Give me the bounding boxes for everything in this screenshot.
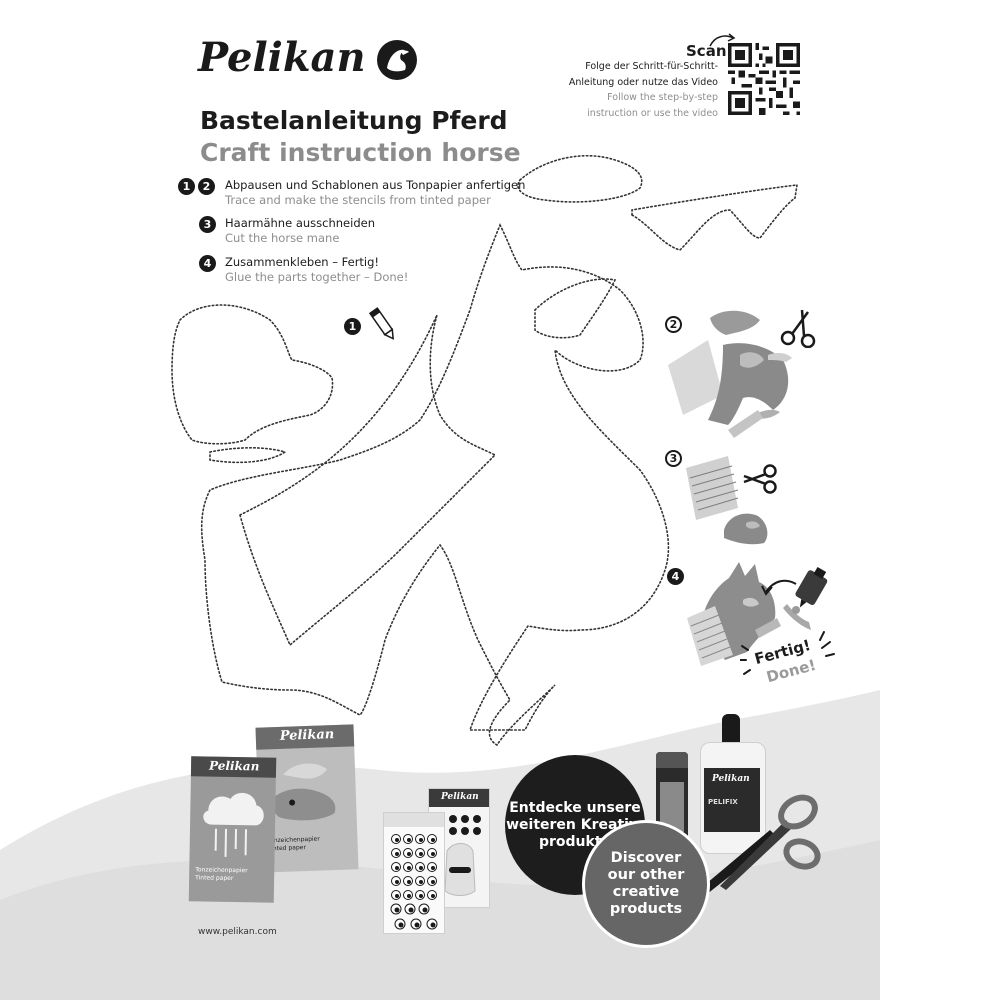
promo-text-de-1: Entdecke unsere (509, 799, 641, 816)
cloud-illustration (203, 792, 264, 857)
illustration-step-badge: 3 (665, 450, 682, 467)
promo-text-en-2: our other (607, 867, 685, 883)
product-tinted-paper-front[interactable]: Pelikan Tonzeichenpapier Tinted paper (188, 756, 277, 903)
step-text-en: Glue the parts together – Done! (225, 270, 409, 284)
arrow-icon (709, 33, 736, 47)
promo-circle-en[interactable]: Discover our other creative products (582, 820, 710, 948)
scan-text-de-1: Folge der Schritt-für-Schritt- (585, 61, 718, 72)
step-text-de: Zusammenkleben – Fertig! (225, 255, 380, 269)
product-tinted-paper-back[interactable]: Pelikan Tonzeichenpapier Tinted paper (255, 724, 359, 873)
template-nose (171, 304, 334, 445)
step-number-badge: 1 (178, 178, 195, 195)
product-brand-label: Pelikan (712, 774, 750, 784)
scan-text-de-2: Anleitung oder nutze das Video (568, 76, 718, 88)
promo-text-de-3: produkte (538, 833, 612, 850)
step-text-en: Cut the horse mane (225, 231, 340, 245)
qr-code-icon[interactable] (728, 43, 800, 115)
scissors-icon[interactable] (690, 790, 825, 900)
product-glue-bottle[interactable]: Pelikan PELIFIX (700, 714, 766, 854)
illustration-step-badge: 4 (667, 568, 684, 585)
step-text-de: Haarmähne ausschneiden (225, 216, 375, 230)
step-text-en: Trace and make the stencils from tinted … (225, 193, 491, 207)
step-text-de: Abpausen und Schablonen aus Tonpapier an… (225, 178, 526, 192)
eyes-grid-illustration (390, 834, 438, 930)
pencil-icon (368, 307, 395, 340)
product-label-en: Tinted paper (195, 874, 234, 883)
template-stripe (239, 314, 497, 647)
scan-text-en-2: instruction or use the video (587, 107, 718, 119)
brand-logo-text: Pelikan (198, 34, 366, 81)
product-brand-label: Pelikan (279, 727, 335, 744)
step-4: 4 Zusammenkleben – Fertig! Glue the part… (178, 255, 538, 295)
promo-text-en-1: Discover (610, 850, 682, 866)
scan-title: Scan (686, 42, 727, 60)
step-3: 3 Haarmähne ausschneiden Cut the horse m… (178, 216, 538, 256)
product-label-de: Tonzeichenpapier (267, 835, 320, 845)
step-1-2: 1 2 Abpausen und Schablonen aus Tonpapie… (178, 178, 538, 218)
done-burst (740, 631, 835, 675)
illustration-step-badge: 2 (665, 316, 682, 333)
whale-illustration (268, 763, 336, 821)
pelican-logo-icon (377, 40, 417, 80)
template-mane-strip (631, 184, 798, 251)
template-nostril (209, 447, 287, 464)
product-brand-label: Pelikan (208, 758, 260, 774)
website-link[interactable]: www.pelikan.com (198, 927, 277, 937)
illustration-step-badge: 1 (344, 318, 361, 335)
step-2-illustration (668, 310, 792, 438)
scissors-icon (780, 309, 816, 348)
step-3-illustration (686, 456, 768, 545)
promo-text-en-4: products (609, 901, 683, 917)
step-number-badge: 2 (198, 178, 215, 195)
template-ear-inner (534, 278, 617, 339)
template-head (200, 223, 670, 747)
template-ear (517, 154, 643, 203)
product-glue-label: PELIFIX (708, 798, 738, 806)
product-googly-eyes-front[interactable] (383, 812, 445, 934)
product-label-de: Tonzeichenpapier (195, 866, 248, 875)
step-number-badge: 3 (199, 216, 216, 233)
glue-bottle-icon (761, 566, 828, 614)
title-english: Craft instruction horse (200, 138, 521, 167)
step-number-badge: 4 (199, 255, 216, 272)
promo-text-de-2: weiteren Kreativ- (506, 816, 644, 833)
promo-text-en-3: creative (612, 884, 680, 900)
title-german: Bastelanleitung Pferd (200, 106, 508, 135)
scan-instructions: Folge der Schritt-für-Schritt- Anleitung… (560, 59, 718, 121)
scan-text-en-1: Follow the step-by-step (607, 92, 718, 103)
scissors-icon (743, 464, 777, 494)
step-4-illustration (687, 562, 811, 666)
product-brand-label: Pelikan (441, 792, 479, 802)
